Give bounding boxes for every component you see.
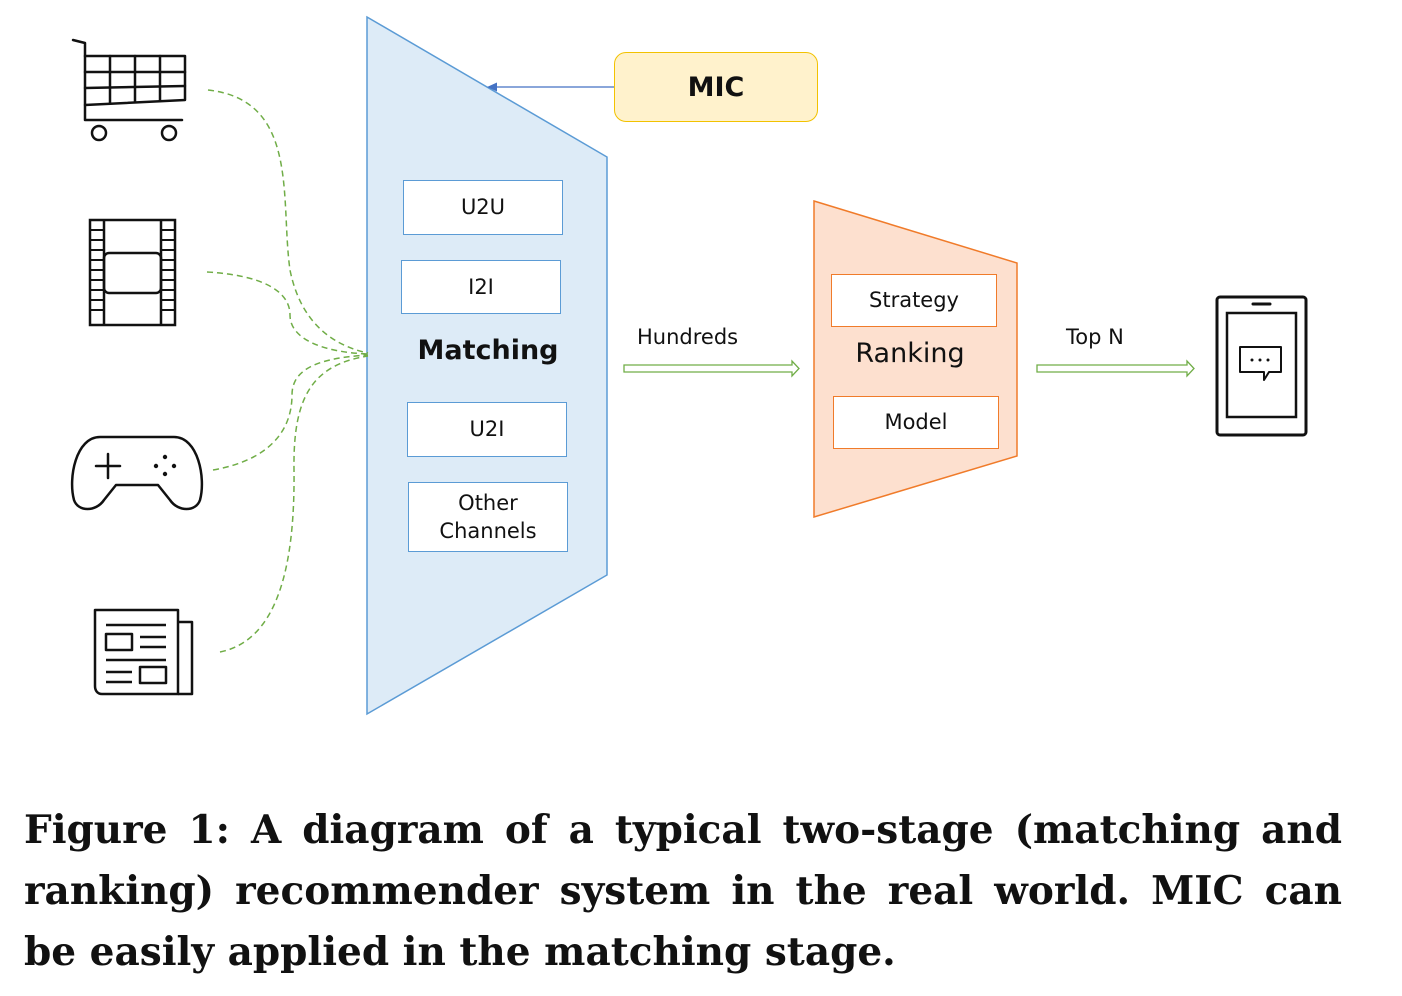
source-connectors: [206, 89, 369, 653]
hundreds-arrow: [623, 359, 800, 378]
channel-other: Other Channels: [408, 482, 568, 552]
topn-arrow: [1036, 359, 1195, 378]
connector-game: [212, 354, 369, 471]
connector-film: [206, 271, 369, 355]
ranking-strategy: Strategy: [831, 274, 997, 327]
recommender-diagram: MIC U2U I2I Matching U2I Other Channels …: [70, 15, 1308, 716]
ranking-model: Model: [833, 396, 999, 449]
matching-title: Matching: [417, 335, 559, 366]
tablet-chat-icon: [1215, 295, 1308, 437]
mic-box: MIC: [614, 52, 818, 122]
channel-i2i: I2I: [401, 260, 561, 314]
shopping-cart-icon: [71, 38, 187, 142]
ranking-title: Ranking: [855, 338, 965, 369]
figure-caption: Figure 1: A diagram of a typical two-sta…: [24, 807, 1342, 975]
mic-label: MIC: [687, 71, 745, 103]
connector-cart: [207, 89, 369, 354]
newspaper-icon: [93, 608, 194, 696]
channel-u2i: U2I: [407, 402, 567, 457]
channel-u2u: U2U: [403, 180, 563, 235]
connector-news: [219, 355, 369, 653]
hundreds-label: Hundreds: [637, 325, 739, 349]
topn-label: Top N: [1066, 325, 1124, 349]
mic-arrow: [487, 82, 614, 92]
film-strip-icon: [88, 218, 177, 327]
gamepad-icon: [70, 435, 204, 511]
